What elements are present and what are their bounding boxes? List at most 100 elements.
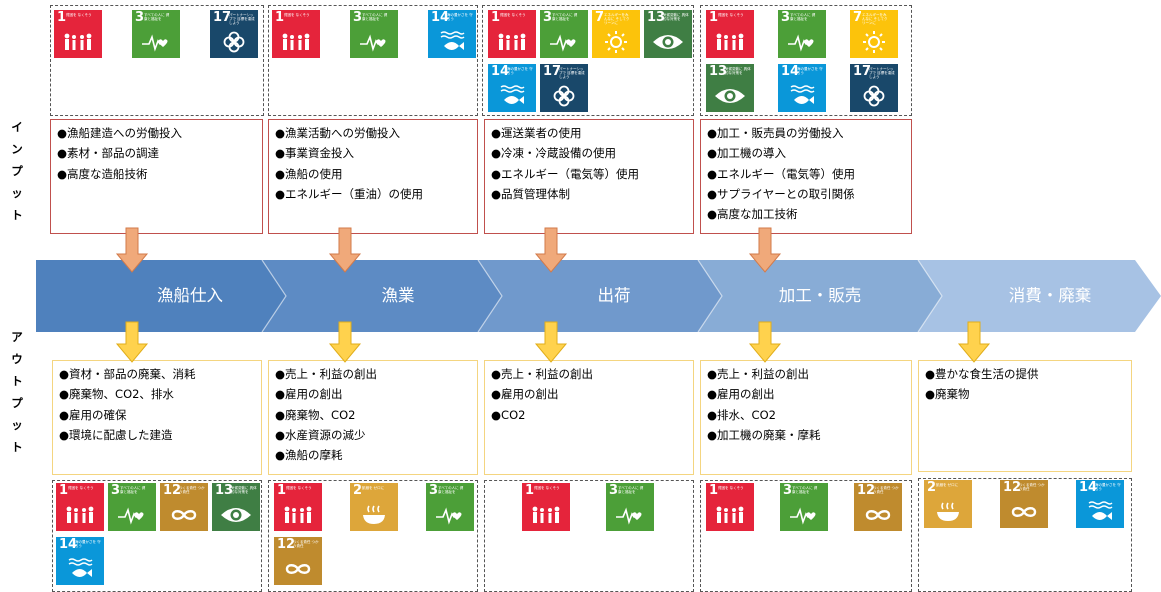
output-item: ●漁船の摩耗	[275, 448, 343, 463]
output-item: ●廃棄物、CO2、排水	[59, 387, 174, 402]
sdg-goal-number: 14	[781, 64, 800, 79]
eye-globe-icon	[212, 501, 260, 529]
sdg-goal-number: 3	[135, 10, 145, 25]
sdg-goal-number: 1	[57, 10, 67, 25]
sdg-goal-number: 14	[1079, 480, 1098, 495]
sdg-goal-text: つくる責任 つかう責任	[293, 540, 319, 548]
infinity-icon	[160, 501, 208, 529]
input-label-char: ン	[11, 142, 23, 156]
sdg-goal-number: 13	[647, 10, 666, 25]
input-label-char: プ	[11, 164, 23, 178]
sdg-goal-text: つくる責任 つかう責任	[873, 486, 899, 494]
input-item: ●漁船建造への労働投入	[57, 126, 183, 140]
sun-icon	[850, 28, 898, 56]
output-item: ●水産資源の減少	[275, 427, 366, 442]
input-box-2: ●漁業活動への労働投入 ●事業資金投入 ●漁船の使用 ●エネルギー（重油）の使用	[268, 119, 478, 234]
sdg-goal-number: 17	[543, 64, 562, 79]
output-box-2: ●売上・利益の創出 ●雇用の創出 ●廃棄物、CO2 ●水産資源の減少 ●漁船の摩…	[268, 360, 478, 475]
sdg-goal-number: 2	[927, 480, 937, 495]
people-icon	[272, 28, 320, 56]
heartbeat-icon	[606, 501, 654, 529]
input-side-label: イ ン プ ッ ト	[8, 116, 26, 226]
output-item: ●売上・利益の創出	[275, 367, 378, 381]
sdg-goal-number: 1	[525, 483, 535, 498]
input-arrow	[115, 227, 149, 273]
fish-icon	[56, 555, 104, 583]
sdg-goal-text: すべての人に 健康と福祉を	[144, 13, 170, 21]
sdg-goal-number: 1	[59, 483, 69, 498]
fish-icon	[488, 82, 536, 110]
people-icon	[56, 501, 104, 529]
sdg-goal-text: 海の豊かさを 守ろう	[75, 540, 101, 548]
fish-icon	[778, 82, 826, 110]
input-box-1: ●漁船建造への労働投入 ●素材・部品の調達 ●高度な造船技術	[50, 119, 263, 234]
flower-icon	[540, 82, 588, 110]
chevron-stage-4	[698, 260, 942, 332]
heartbeat-icon	[132, 28, 180, 56]
input-item: ●高度な加工技術	[707, 207, 798, 222]
output-arrow	[328, 321, 362, 363]
stage-label-2: 漁業	[381, 286, 415, 305]
input-item: ●品質管理体制	[491, 186, 571, 201]
input-item: ●漁船の使用	[275, 166, 343, 181]
sdg-goal-number: 2	[353, 483, 363, 498]
input-sdg-box-2	[268, 5, 478, 116]
output-item: ●廃棄物	[925, 387, 970, 402]
input-arrow	[328, 227, 362, 273]
output-box-3: ●売上・利益の創出 ●雇用の創出 ●CO2	[484, 360, 694, 475]
sdg-goal-number: 12	[1003, 480, 1022, 495]
output-arrow	[115, 321, 149, 363]
input-item: ●エネルギー（重油）の使用	[275, 186, 424, 201]
output-box-5: ●豊かな食生活の提供 ●廃棄物	[918, 360, 1132, 472]
people-icon	[706, 28, 754, 56]
sdg-goal-text: パートナーシップで 目標を達成しよう	[229, 13, 255, 25]
bowl-icon	[350, 501, 398, 529]
stage-label-4: 加工・販売	[778, 286, 862, 305]
fish-icon	[1076, 498, 1124, 526]
sdg-goal-text: 貧困を なくそう	[718, 13, 744, 17]
output-item: ●雇用の創出	[707, 387, 775, 402]
sdg-goal-text: すべての人に 健康と福祉を	[438, 486, 464, 494]
heartbeat-icon	[780, 501, 828, 529]
stage-label-1: 漁船仕入	[157, 286, 223, 305]
output-item: ●雇用の創出	[275, 387, 343, 402]
sdg-goal-text: 飢餓を ゼロに	[362, 486, 385, 490]
output-item: ●豊かな食生活の提供	[925, 367, 1039, 381]
people-icon	[274, 501, 322, 529]
sdg-goal-number: 3	[111, 483, 121, 498]
infinity-icon	[1000, 498, 1048, 526]
sdg-goal-text: すべての人に 健康と福祉を	[552, 13, 578, 21]
sdg-goal-text: 海の豊かさを 守ろう	[507, 67, 533, 75]
sdg-goal-text: エネルギーをみんなに そしてクリーンに	[862, 13, 888, 25]
heartbeat-icon	[540, 28, 588, 56]
input-label-char: イ	[11, 120, 23, 134]
people-icon	[522, 501, 570, 529]
people-icon	[706, 501, 754, 529]
input-arrow	[534, 227, 568, 273]
sdg-goal-number: 3	[353, 10, 363, 25]
sdg-goal-number: 3	[783, 483, 793, 498]
people-icon	[488, 28, 536, 56]
output-box-1: ●資材・部品の廃棄、消耗 ●廃棄物、CO2、排水 ●雇用の確保 ●環境に配慮した…	[52, 360, 262, 475]
output-arrow	[748, 321, 782, 363]
sdg-goal-text: 貧困を なくそう	[718, 486, 744, 490]
output-item: ●雇用の確保	[59, 407, 127, 422]
input-label-char: ト	[11, 208, 23, 222]
